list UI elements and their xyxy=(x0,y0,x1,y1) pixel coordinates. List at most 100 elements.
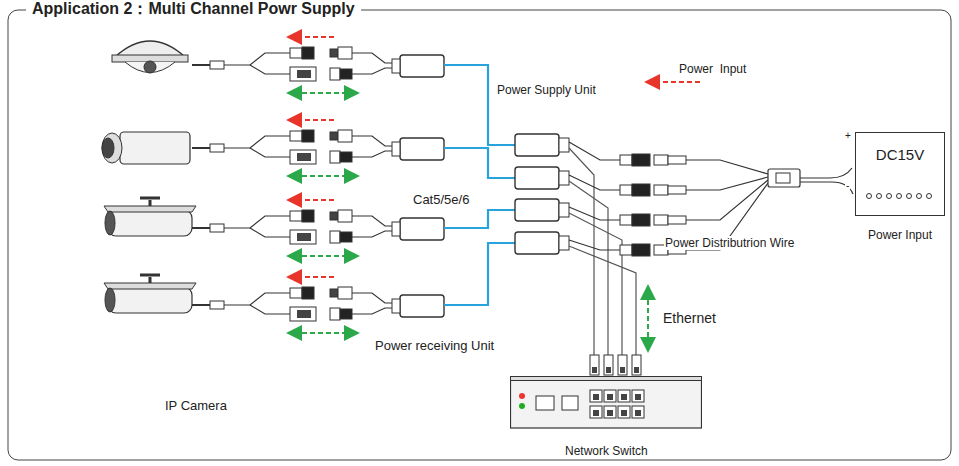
wire-part xyxy=(104,206,196,212)
part-label: Power receiving Unit xyxy=(374,338,495,354)
wire-part xyxy=(668,186,686,194)
cat5-cable xyxy=(444,243,515,305)
wire-part xyxy=(632,244,650,256)
ip-camera xyxy=(104,275,210,313)
wire-part xyxy=(519,393,525,399)
wire-part xyxy=(620,155,632,165)
wire-part xyxy=(569,207,620,220)
wire-part xyxy=(907,194,912,199)
wire-part xyxy=(392,299,400,313)
rj45-plug xyxy=(604,355,613,375)
rj45-plug xyxy=(632,355,641,375)
power-receiving-unit xyxy=(400,55,444,77)
wire-part xyxy=(224,293,290,305)
wire-part xyxy=(210,144,224,152)
distribution-wire xyxy=(686,177,768,190)
poe-chain xyxy=(210,37,768,375)
wire-part xyxy=(302,287,314,299)
wire-part xyxy=(108,210,192,236)
wire-part xyxy=(632,154,650,166)
wire-part xyxy=(192,147,210,149)
wire-part xyxy=(250,148,290,157)
wire-part xyxy=(330,151,340,163)
rj45-plug xyxy=(590,355,599,375)
ethernet-wire xyxy=(569,213,622,355)
wire-part xyxy=(511,380,702,428)
poe-chain xyxy=(210,183,768,375)
camera-chains xyxy=(102,37,768,375)
wire-part xyxy=(887,194,892,199)
wire-part xyxy=(290,307,316,321)
wire-part xyxy=(668,156,686,164)
wire-part xyxy=(621,410,627,416)
caption-label: Power Input xyxy=(868,228,932,242)
part-label: Ethernet xyxy=(662,310,717,327)
wire-part xyxy=(635,410,641,416)
wire-part xyxy=(290,67,316,81)
polarity-mark: + xyxy=(844,130,852,142)
wire-part xyxy=(927,194,932,199)
wire-part xyxy=(340,309,352,319)
ethernet-wire xyxy=(569,181,608,355)
wire-part xyxy=(536,396,554,410)
wire-part xyxy=(192,227,210,229)
ip-camera xyxy=(104,198,210,236)
wire-part xyxy=(192,64,210,66)
part-label: Power Input xyxy=(678,62,747,76)
wire-part xyxy=(224,53,290,65)
part-label: Power Distributrion Wire xyxy=(664,236,795,250)
power-supply-box: DC15VPower Input xyxy=(855,132,945,216)
wire-part xyxy=(668,216,686,224)
wire-part xyxy=(632,390,644,402)
wire-part xyxy=(330,68,340,80)
power-arrow xyxy=(294,276,334,278)
power-arrow xyxy=(294,36,334,38)
wire-part xyxy=(592,367,597,373)
wire-part xyxy=(607,410,613,416)
ip-camera xyxy=(112,41,210,73)
power-receiving-unit xyxy=(400,218,444,240)
data-arrow xyxy=(294,92,352,94)
wire-part xyxy=(250,305,290,314)
wire-part xyxy=(632,184,650,196)
wire-part xyxy=(302,210,314,222)
network-switch-outline xyxy=(510,376,702,432)
wire-part xyxy=(330,231,340,243)
wire-part xyxy=(297,70,311,78)
wire-part xyxy=(224,136,290,148)
wire-part xyxy=(330,212,338,220)
wire-part xyxy=(392,59,400,73)
wire-part xyxy=(590,406,602,418)
frame xyxy=(8,10,951,460)
wire-part xyxy=(290,288,302,298)
wire-part xyxy=(290,131,302,141)
wire-part xyxy=(562,396,578,410)
wire-part xyxy=(590,390,602,402)
wire-part xyxy=(620,367,625,373)
wire-part xyxy=(297,310,311,318)
wire-part xyxy=(250,228,290,237)
wire-part xyxy=(125,62,175,73)
polarity-mark: - xyxy=(845,180,850,192)
wire-part xyxy=(559,138,569,152)
wire-part xyxy=(917,194,922,199)
wire-part xyxy=(210,224,224,232)
data-arrow xyxy=(647,292,649,345)
cat5-cable xyxy=(444,148,515,178)
wire-part xyxy=(867,194,872,199)
wire-part xyxy=(338,47,352,59)
poe-chain xyxy=(210,180,768,375)
wire-part xyxy=(290,230,316,244)
part-label: Cat5/5e/6 xyxy=(412,192,470,208)
wire-part xyxy=(340,152,352,162)
wire-part xyxy=(290,150,316,164)
wire-part xyxy=(224,216,290,228)
wire-part xyxy=(519,403,525,409)
power-supply-unit xyxy=(515,134,559,156)
wire-part xyxy=(330,289,338,297)
splitter xyxy=(776,173,790,183)
wire-part xyxy=(302,130,314,142)
wire-part xyxy=(250,65,290,74)
wire-part xyxy=(635,394,641,400)
